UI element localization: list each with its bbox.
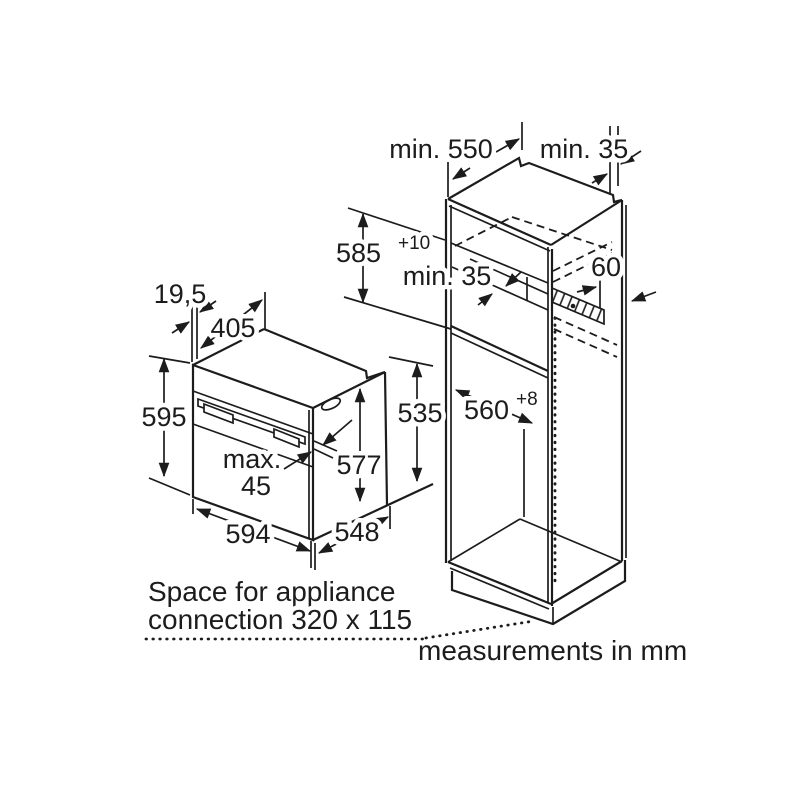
label-cab-top-depth: min. 550 xyxy=(389,134,493,164)
dim-cabinet-rear-gap xyxy=(591,126,642,193)
units-note: measurements in mm xyxy=(418,635,687,666)
label-door-gap-1: max. xyxy=(223,444,282,474)
dim-door-gap xyxy=(283,419,353,470)
label-oven-height: 595 xyxy=(141,402,186,432)
dim-shelf-gap xyxy=(477,271,522,307)
hidden-back-edges xyxy=(454,216,618,358)
cabinet-plinth xyxy=(450,560,627,626)
cabinet-drawing xyxy=(444,156,627,626)
vent-cutout xyxy=(551,286,605,326)
dim-cabinet-top-depth xyxy=(447,122,523,197)
cabinet-top-panel xyxy=(447,156,623,252)
cabinet-floor xyxy=(447,429,623,610)
label-oven-top-depth: 405 xyxy=(210,313,255,343)
label-cab-rear-gap: min. 35 xyxy=(540,134,629,164)
label-niche-height: 585 xyxy=(336,238,381,268)
note-line1: Space for appliance xyxy=(148,576,396,607)
oven-door-handle xyxy=(197,397,306,449)
note-leader-line xyxy=(424,619,536,640)
label-oven-depth: 548 xyxy=(334,517,379,547)
label-shelf-gap: min. 35 xyxy=(403,261,492,291)
door-edge-lines xyxy=(313,440,338,459)
label-oven-top-offset: 19,5 xyxy=(154,279,207,309)
cabinet-right-side-panel xyxy=(550,200,627,605)
label-oven-side-height: 577 xyxy=(336,450,381,480)
dim-oven-depth xyxy=(317,506,391,554)
label-niche-width-tol: +8 xyxy=(516,389,538,410)
connection-note: Space for appliance connection 320 x 115 xyxy=(144,572,536,641)
dim-niche-height xyxy=(343,207,452,330)
dim-oven-top-offset xyxy=(171,300,217,362)
side-grip-cutout xyxy=(320,397,342,411)
cabinet-front-right-edge xyxy=(547,247,554,606)
dim-oven-rear-height xyxy=(388,356,434,483)
dim-oven-width xyxy=(192,499,316,570)
oven-control-panel xyxy=(192,390,314,468)
dim-oven-height xyxy=(148,355,191,496)
label-niche-width: 560 xyxy=(464,395,509,425)
label-door-gap-2: 45 xyxy=(241,471,271,501)
side-panel-arrow xyxy=(630,291,657,302)
label-oven-width: 594 xyxy=(225,519,270,549)
dim-oven-top-depth xyxy=(200,292,266,349)
note-line2: connection 320 x 115 xyxy=(148,604,412,635)
label-vent-height: 60 xyxy=(591,252,621,282)
vent-dot xyxy=(570,303,576,309)
label-niche-height-tol: +10 xyxy=(398,233,430,254)
cabinet-front-left-edge xyxy=(444,199,452,563)
label-oven-rear-height: 535 xyxy=(397,398,442,428)
oven-drawing xyxy=(191,327,434,542)
dim-vent-height xyxy=(576,280,601,308)
niche-ceiling-edge xyxy=(450,242,549,284)
dim-niche-width xyxy=(454,389,534,424)
